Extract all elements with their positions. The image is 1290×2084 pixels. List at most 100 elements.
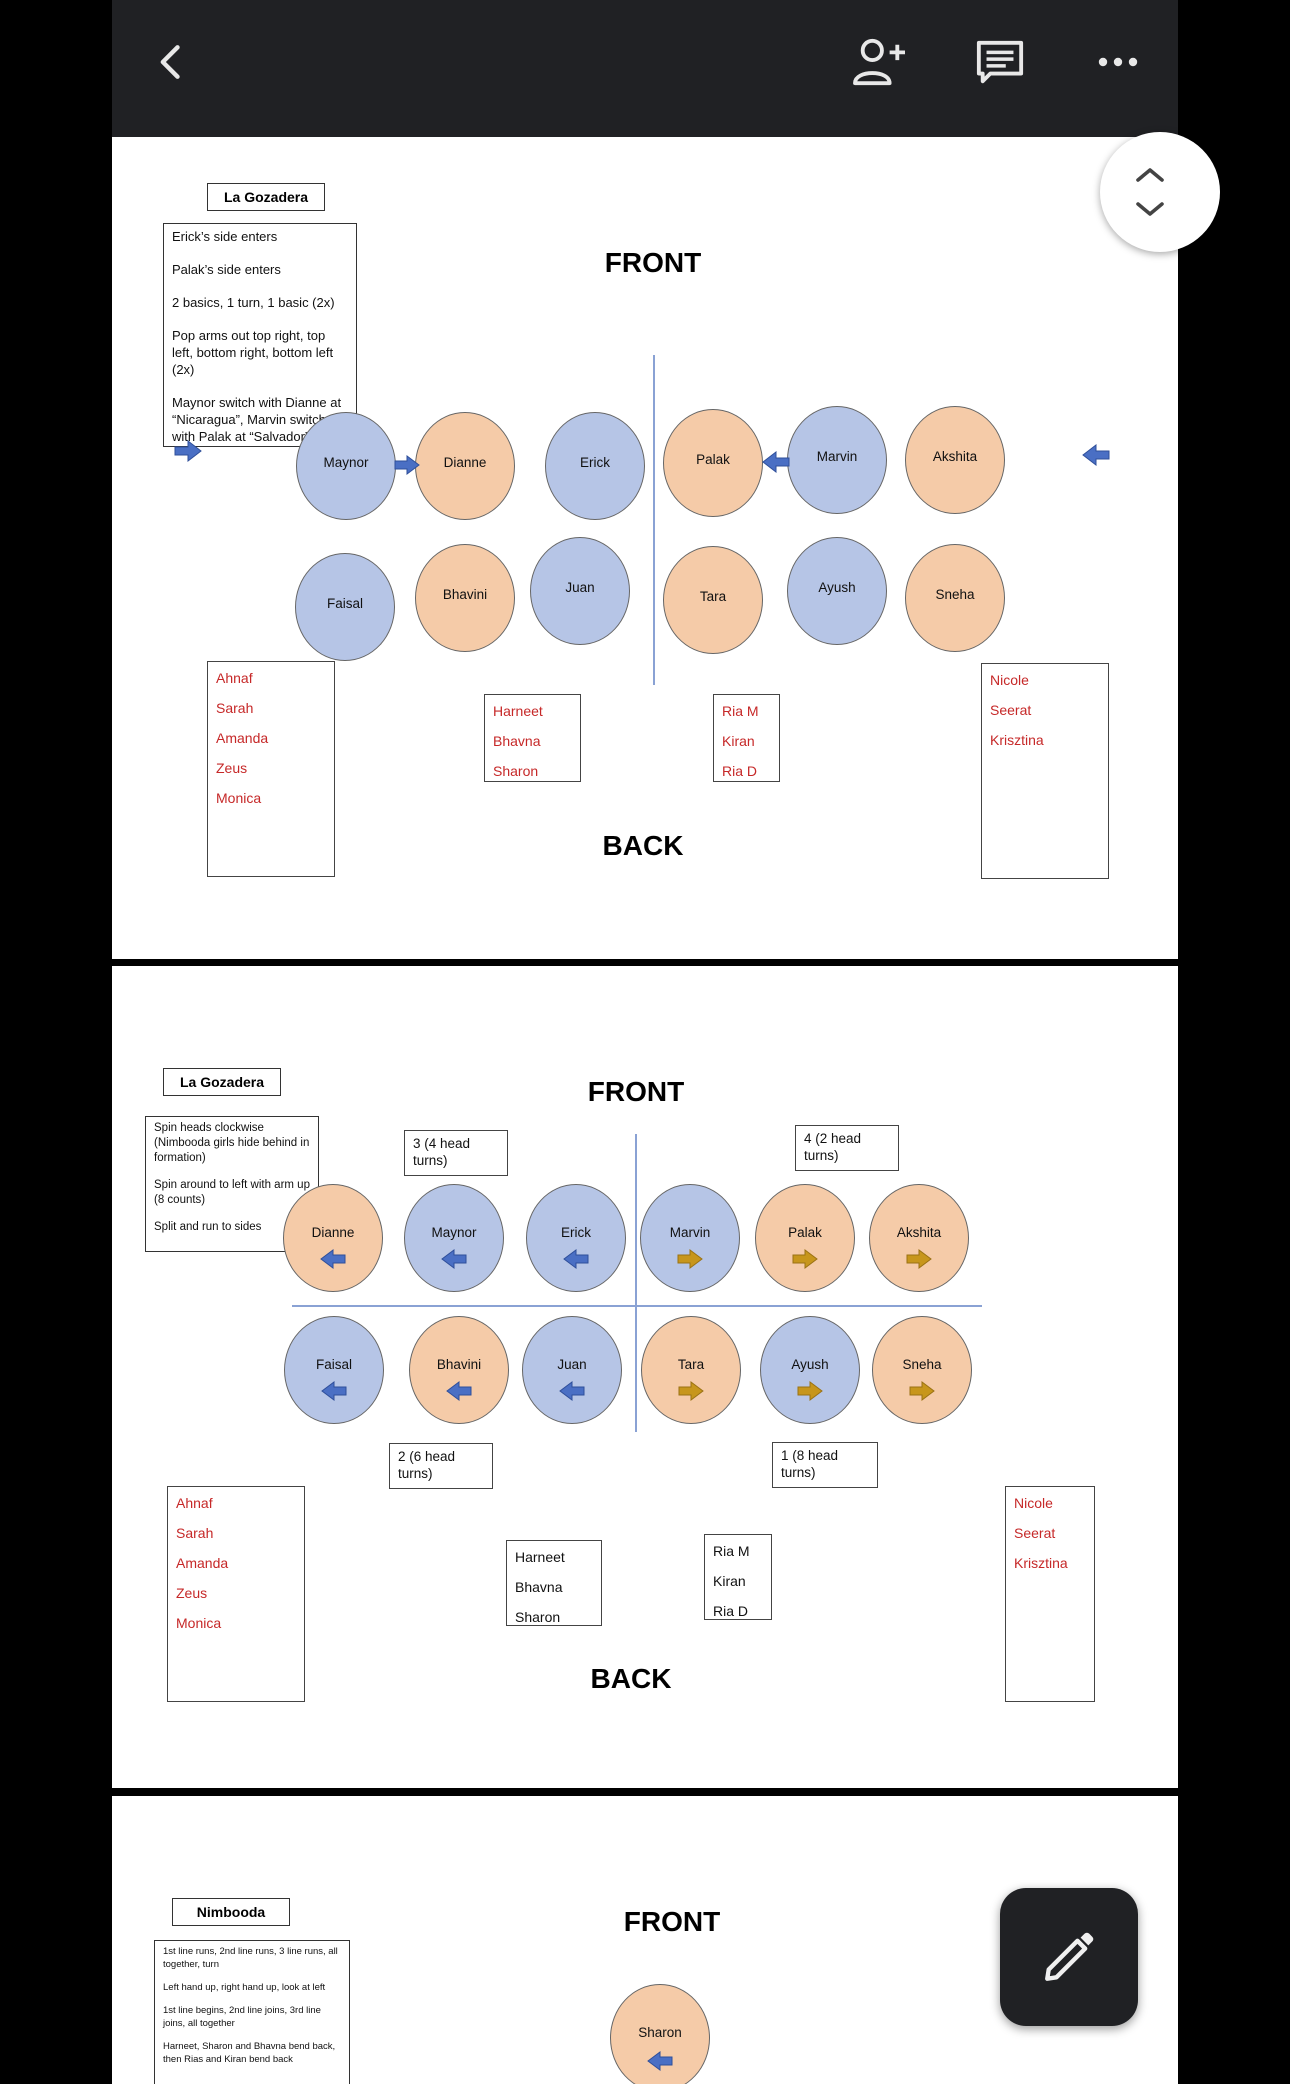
dancer-circle[interactable]: Palak: [755, 1184, 855, 1292]
chevron-up-down-icon: [1136, 168, 1164, 216]
slide-nav-control[interactable]: [1100, 132, 1220, 252]
arrow-right-icon: [792, 1249, 818, 1269]
group-member: Kiran: [713, 1573, 746, 1589]
dancer-circle[interactable]: Sharon: [610, 1984, 710, 2084]
dancer-circle[interactable]: Bhavini: [415, 544, 515, 652]
song-title: La Gozadera: [207, 183, 325, 211]
chevron-left-icon: [160, 45, 180, 79]
center-line: [653, 355, 655, 685]
group-member: Krisztina: [1014, 1555, 1068, 1571]
dancer-circle[interactable]: Dianne: [283, 1184, 383, 1292]
dancer-name: Erick: [580, 455, 610, 470]
dancer-group-box: Ahnaf Sarah Amanda Zeus Monica: [207, 661, 335, 877]
group-member: Seerat: [1014, 1525, 1056, 1541]
arrow-left-icon: [446, 1381, 472, 1401]
dancer-circle[interactable]: Sneha: [872, 1316, 972, 1424]
dancer-circle[interactable]: Marvin: [640, 1184, 740, 1292]
group-member: Ria M: [722, 703, 759, 719]
dancer-group-box: Ahnaf Sarah Amanda Zeus Monica: [167, 1486, 305, 1702]
dancer-circle[interactable]: Faisal: [284, 1316, 384, 1424]
dancer-name: Faisal: [315, 1357, 352, 1372]
arrow-left-icon: [1082, 444, 1110, 466]
dancer-circle[interactable]: Maynor: [404, 1184, 504, 1292]
dancer-circle[interactable]: Ayush: [760, 1316, 860, 1424]
dancer-circle[interactable]: Maynor: [296, 412, 396, 520]
dancer-name: Palak: [788, 1225, 822, 1240]
center-line: [635, 1134, 637, 1432]
group-member: Harneet: [493, 703, 543, 719]
group-member: Sarah: [176, 1525, 214, 1541]
arrow-left-icon: [321, 1381, 347, 1401]
turn-order-box: 4 (2 head turns): [795, 1125, 899, 1171]
group-member: Zeus: [216, 760, 248, 776]
group-member: Krisztina: [990, 732, 1044, 748]
dancer-circle[interactable]: Sneha: [905, 544, 1005, 652]
dancer-circle[interactable]: Palak: [663, 409, 763, 517]
slide-1[interactable]: La Gozadera Erick’s side enters Palak’s …: [112, 137, 1178, 959]
turn-order-box: 1 (8 head turns): [772, 1442, 878, 1488]
dancer-group-box: Harneet Bhavna Sharon: [506, 1540, 602, 1626]
song-title: La Gozadera: [163, 1068, 281, 1096]
dancer-circle[interactable]: Juan: [530, 537, 630, 645]
dancer-name: Marvin: [816, 449, 858, 464]
group-member: Ria D: [722, 763, 758, 779]
dancer-name: Tara: [699, 589, 727, 604]
dancer-name: Sneha: [935, 587, 975, 602]
dancer-group-box: Nicole Seerat Krisztina: [1005, 1486, 1095, 1702]
notes-box: Erick’s side enters Palak’s side enters …: [163, 223, 357, 447]
dancer-circle[interactable]: Tara: [641, 1316, 741, 1424]
dancer-name: Juan: [557, 1357, 587, 1372]
group-member: Amanda: [216, 730, 269, 746]
dancer-name: Palak: [696, 452, 730, 467]
arrow-right-icon: [677, 1249, 703, 1269]
more-button[interactable]: [1086, 30, 1150, 94]
group-member: Sarah: [216, 700, 254, 716]
arrow-right-icon: [906, 1249, 932, 1269]
dancer-name: Bhavini: [442, 587, 488, 602]
center-line-horizontal: [292, 1305, 982, 1307]
dancer-circle[interactable]: Bhavini: [409, 1316, 509, 1424]
turn-order-box: 3 (4 head turns): [404, 1130, 508, 1176]
dancer-group-box: Ria M Kiran Ria D: [713, 694, 780, 782]
slide-2[interactable]: La Gozadera Spin heads clockwise (Nimboo…: [112, 966, 1178, 1788]
more-horizontal-icon: [1098, 57, 1138, 67]
dancer-circle[interactable]: Dianne: [415, 412, 515, 520]
dancer-circle[interactable]: Tara: [663, 546, 763, 654]
dancer-name: Sharon: [638, 2025, 682, 2040]
group-member: Nicole: [1014, 1495, 1053, 1511]
note-line: Left hand up, right hand up, look at lef…: [163, 1982, 326, 1993]
dancer-circle[interactable]: Erick: [545, 412, 645, 520]
note-line: Maynor switch with Dianne at “Nicaragua”…: [172, 395, 342, 444]
dancer-name: Ayush: [791, 1357, 829, 1372]
dancer-circle[interactable]: Ayush: [787, 537, 887, 645]
arrow-left-icon: [441, 1249, 467, 1269]
arrow-right-icon: [909, 1381, 935, 1401]
dancer-circle[interactable]: Akshita: [905, 406, 1005, 514]
dancer-name: Ayush: [818, 580, 856, 595]
dancer-circle[interactable]: Faisal: [295, 553, 395, 661]
dancer-name: Dianne: [443, 455, 487, 470]
arrow-left-icon: [647, 2051, 673, 2071]
dancer-circle[interactable]: Erick: [526, 1184, 626, 1292]
group-member: Seerat: [990, 702, 1032, 718]
dancer-name: Marvin: [669, 1225, 711, 1240]
group-member: Harneet: [515, 1549, 565, 1565]
top-app-bar: [112, 0, 1178, 137]
share-button[interactable]: [848, 30, 912, 94]
dancer-name: Juan: [565, 580, 595, 595]
group-member: Nicole: [990, 672, 1029, 688]
back-button[interactable]: [140, 30, 204, 94]
group-member: Ria D: [713, 1603, 749, 1619]
arrow-left-icon: [563, 1249, 589, 1269]
dancer-circle[interactable]: Akshita: [869, 1184, 969, 1292]
dancer-circle[interactable]: Marvin: [787, 406, 887, 514]
comment-button[interactable]: [968, 30, 1032, 94]
dancer-name: Maynor: [431, 1225, 477, 1240]
turn-order-box: 2 (6 head turns): [389, 1443, 493, 1489]
dancer-name: Faisal: [326, 596, 363, 611]
edit-button[interactable]: [1000, 1888, 1138, 2026]
dancer-circle[interactable]: Juan: [522, 1316, 622, 1424]
group-member: Monica: [216, 790, 262, 806]
group-member: Sharon: [515, 1609, 561, 1625]
back-label: BACK: [590, 1663, 672, 1694]
